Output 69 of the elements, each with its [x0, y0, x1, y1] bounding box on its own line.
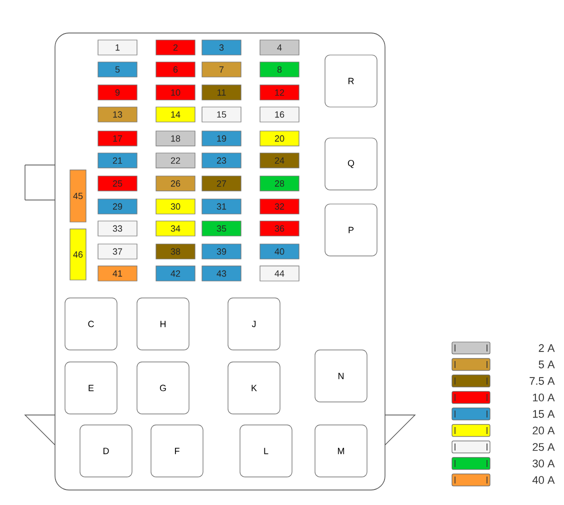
- relay-box: R: [324, 54, 378, 108]
- fuse: 35: [202, 220, 242, 236]
- fuse: 3: [202, 40, 242, 56]
- legend-label: 30 A: [532, 460, 555, 468]
- fuse: 44: [260, 266, 300, 282]
- fuse: 8: [260, 62, 300, 78]
- fuse: 32: [260, 198, 300, 214]
- fuse: 22: [156, 152, 196, 168]
- relay-box: C: [64, 298, 118, 350]
- fuse: 10: [156, 84, 196, 100]
- relay-box: Q: [324, 138, 378, 190]
- fuse: 21: [98, 152, 138, 168]
- fuse: 6: [156, 62, 196, 78]
- relay-box: P: [324, 204, 378, 256]
- fuse: 42: [156, 266, 196, 282]
- relay-box: M: [314, 424, 368, 478]
- relay-box: N: [314, 350, 368, 402]
- fuse: 19: [202, 130, 242, 146]
- fuse: 2: [156, 40, 196, 56]
- fuse: 30: [156, 198, 196, 214]
- legend-label: 7.5 A: [530, 377, 555, 385]
- fuse: 16: [260, 106, 300, 122]
- fuse: 31: [202, 198, 242, 214]
- relay-box: F: [150, 424, 204, 478]
- legend-label: 10 A: [533, 394, 555, 402]
- fuse: 7: [202, 62, 242, 78]
- fuse: 5: [98, 62, 138, 78]
- fuse: 23: [202, 152, 242, 168]
- relay-box: D: [80, 424, 132, 478]
- legend-label: 20 A: [532, 426, 555, 434]
- fuse: 11: [202, 84, 242, 100]
- fuse: 45: [70, 170, 86, 222]
- fuse: 34: [156, 220, 196, 236]
- fuse: 40: [260, 244, 300, 260]
- fuse: 17: [98, 130, 138, 146]
- legend-label: 2 A: [538, 344, 555, 352]
- relay-box: K: [228, 362, 280, 414]
- fuse: 25: [98, 176, 138, 192]
- legend-label: 25 A: [532, 443, 555, 451]
- fuse: 18: [156, 130, 196, 146]
- fuse: 9: [98, 84, 138, 100]
- fuse: 24: [260, 152, 300, 168]
- relay-box: G: [136, 362, 190, 414]
- relay-box: H: [136, 298, 190, 350]
- fuse: 14: [156, 106, 196, 122]
- fuse: 38: [156, 244, 196, 260]
- fuse: 13: [98, 106, 138, 122]
- fuse: 27: [202, 176, 242, 192]
- fuse: 37: [98, 244, 138, 260]
- fuse: 43: [202, 266, 242, 282]
- fuse: 41: [98, 266, 138, 282]
- fuse: 4: [260, 40, 300, 56]
- fuse: 33: [98, 220, 138, 236]
- fuse: 29: [98, 198, 138, 214]
- legend-label: 5 A: [538, 360, 555, 368]
- relay-box: E: [64, 362, 118, 414]
- fuse: 28: [260, 176, 300, 192]
- fuse: 26: [156, 176, 196, 192]
- fuse: 12: [260, 84, 300, 100]
- legend-label: 15 A: [533, 410, 555, 418]
- relay-box: L: [240, 424, 292, 478]
- fuse: 15: [202, 106, 242, 122]
- fuse: 39: [202, 244, 242, 260]
- fuse: 46: [70, 228, 86, 280]
- fuse: 36: [260, 220, 300, 236]
- legend-label: 40 A: [532, 476, 555, 484]
- fuse: 1: [98, 40, 138, 56]
- relay-box: J: [228, 298, 280, 350]
- fuse: 20: [260, 130, 300, 146]
